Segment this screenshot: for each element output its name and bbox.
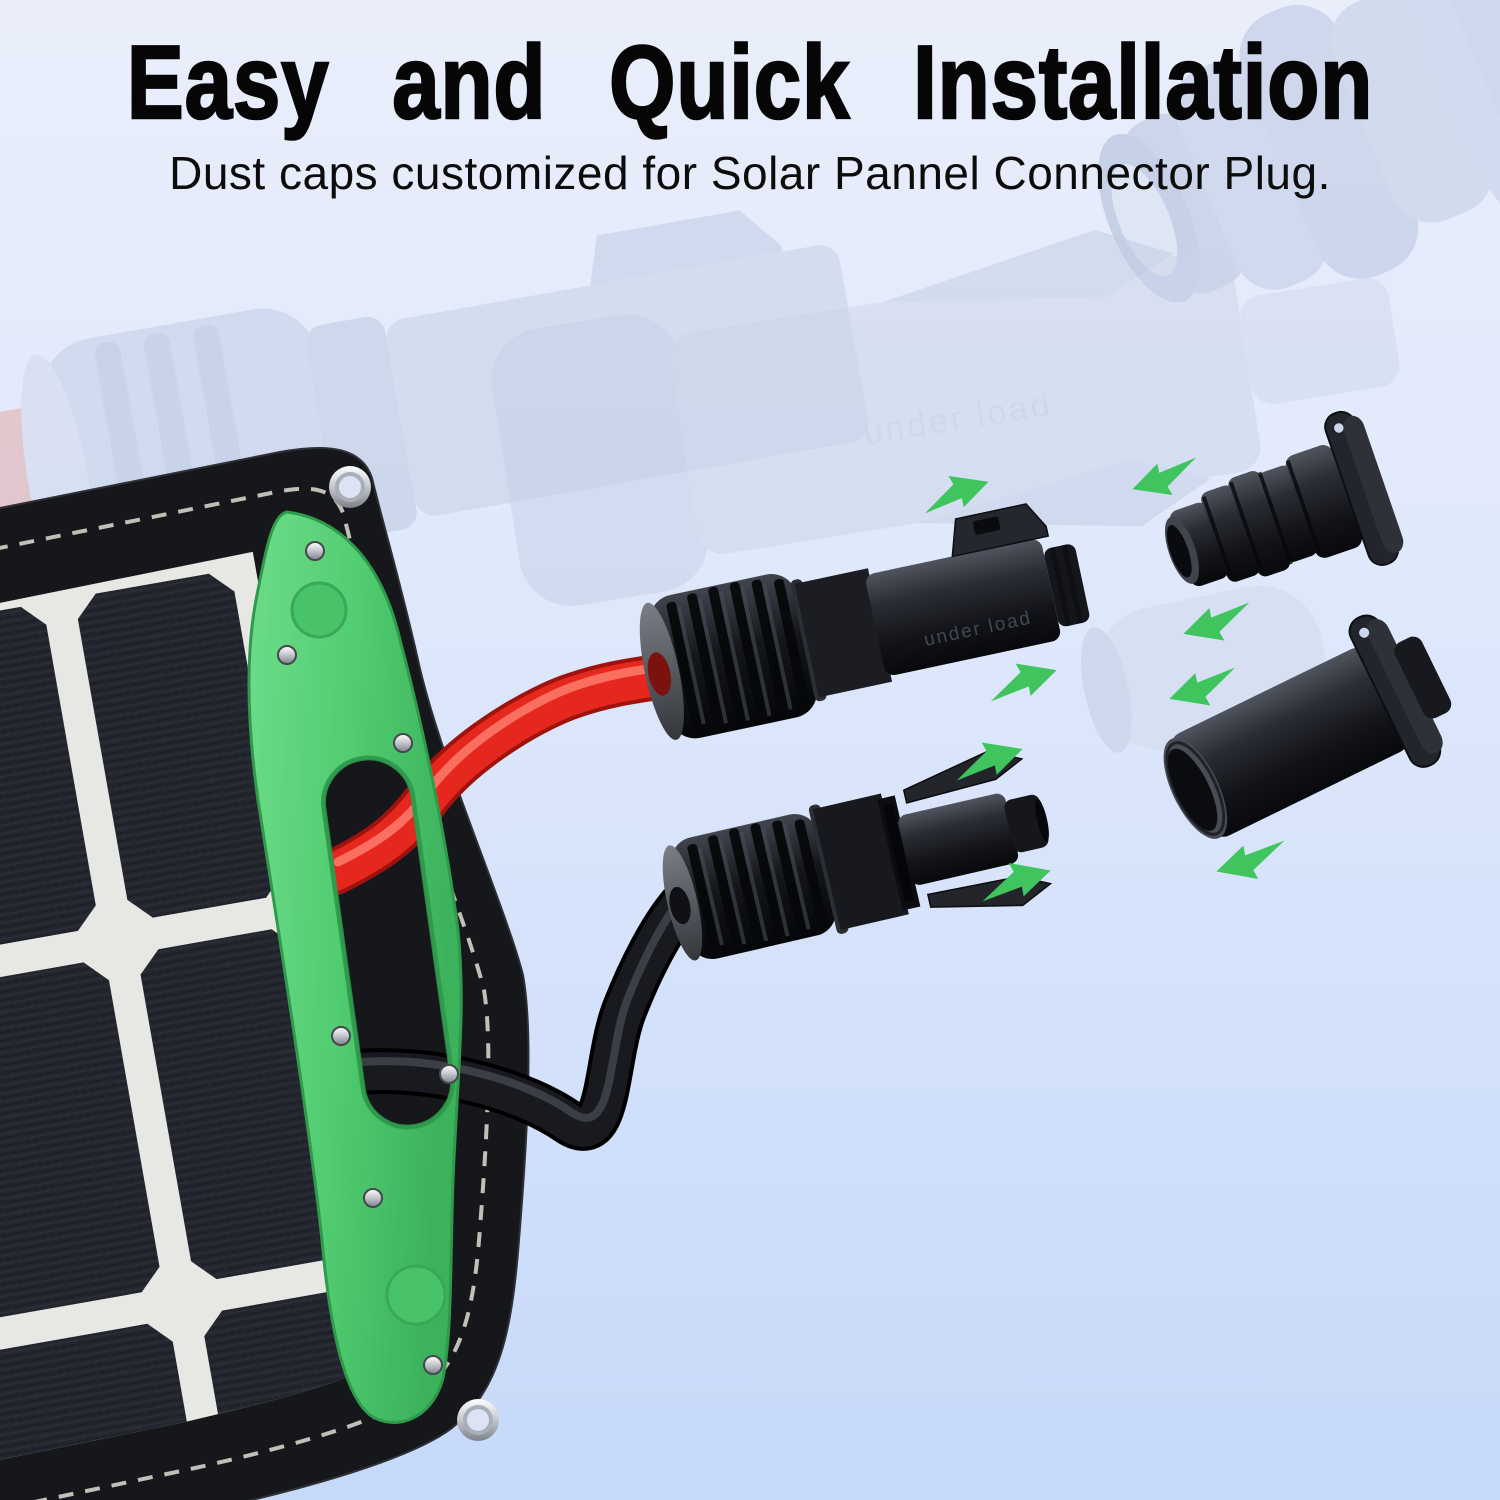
bracket-disc-top — [290, 581, 348, 639]
red-cable — [312, 653, 686, 895]
mc4-male-connector — [662, 750, 1053, 961]
panel-grommet-top — [329, 466, 371, 508]
panel-stitching — [0, 486, 491, 1500]
page-subtitle: Dust caps customized for Solar Pannel Co… — [169, 147, 1331, 199]
cap-opening — [1167, 748, 1218, 831]
bracket-disc-bottom — [385, 1264, 447, 1326]
page-title: Easy and Quick Installation — [126, 24, 1374, 141]
ghost-connector-middle: under load — [491, 229, 1400, 606]
female-lock-tab — [951, 503, 1050, 558]
black-cable — [335, 882, 704, 1151]
panel-grommet-bottom — [457, 1399, 499, 1441]
male-dust-cap — [1163, 614, 1452, 839]
cap-opening — [1166, 525, 1192, 578]
male-pin-barrel — [898, 793, 1019, 885]
bracket-screws — [277, 541, 459, 1375]
arrow-left-icon — [1211, 835, 1293, 889]
female-dust-cap — [1164, 410, 1404, 587]
flange-hole — [1359, 627, 1370, 638]
mounting-bracket — [247, 510, 463, 1424]
arrow-right-icon — [982, 653, 1062, 707]
mc4-female-connector: under load — [639, 503, 1090, 740]
flange-hole — [1334, 423, 1344, 433]
